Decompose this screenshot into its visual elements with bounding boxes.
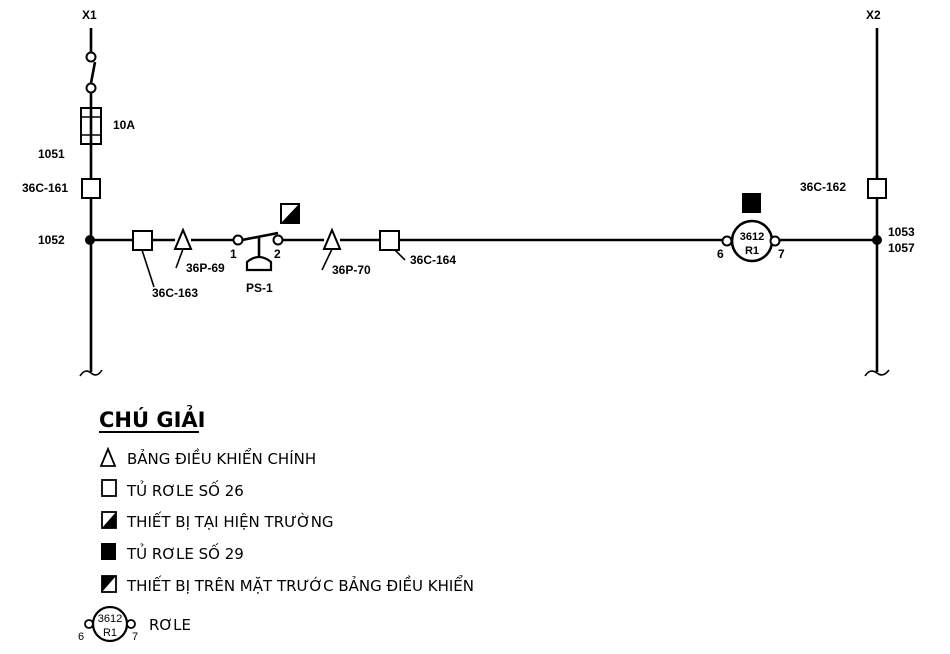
filled-square-icon [101, 543, 116, 560]
open-square-icon [101, 479, 117, 497]
relay-pin-7 [769, 235, 781, 247]
legend-item-relay-26: TỦ RƠLE SỐ 26 [126, 479, 244, 500]
field-device-marker [280, 203, 300, 224]
ps1-pin-1 [232, 234, 244, 246]
relay-pin7-label: 7 [778, 247, 785, 261]
panel-point-36p-69 [173, 227, 193, 250]
legend-item-relay-29: TỦ RƠLE SỐ 29 [126, 542, 244, 563]
triangle-icon [99, 446, 117, 467]
main-circuit: 36C-163 36P-69 1 2 PS-1 36P-70 36C-164 [90, 193, 877, 300]
relay-number: 3612 [740, 231, 764, 243]
wire-label-1052: 1052 [38, 233, 65, 247]
half-square-icon [101, 511, 117, 529]
legend-item-front-panel-device: THIẾT BỊ TRÊN MẶT TRƯỚC BẢNG ĐIỀU KHIỂN [126, 574, 474, 595]
bus-label-x1: X1 [82, 8, 97, 22]
terminal-36c-163 [132, 230, 153, 251]
pressure-switch-bellows-icon [245, 255, 273, 272]
bus-label-x2: X2 [866, 8, 881, 22]
wire-label-1053: 1053 [888, 225, 915, 239]
legend-relay-number: 3612 [98, 613, 122, 625]
terminal-36c-162 [867, 178, 887, 199]
fuse-rating: 10A [113, 118, 135, 132]
relay-pin6-label: 6 [717, 247, 724, 261]
wire-label-1057: 1057 [888, 241, 915, 255]
terminal-36c-161 [81, 178, 101, 199]
ps1-pin-2 [272, 234, 284, 246]
ps1-pin1-label: 1 [230, 247, 237, 261]
relay-icon [84, 605, 136, 643]
terminal-label-36c-162: 36C-162 [800, 180, 846, 194]
panel-label-36p-69: 36P-69 [186, 261, 225, 275]
wire-label-1051: 1051 [38, 147, 65, 161]
terminal-label-36c-164: 36C-164 [410, 253, 456, 267]
switch-blade [89, 61, 97, 84]
relay-name: R1 [745, 245, 759, 257]
terminal-label-36c-161: 36C-161 [22, 181, 68, 195]
relay-pin-6 [721, 235, 733, 247]
switch-contact-bottom [85, 82, 97, 94]
switch-contact-top [85, 51, 97, 63]
half-square-upper-icon [101, 575, 117, 593]
left-bus: X1 10A 1051 36C-161 1052 [22, 8, 135, 377]
legend-item-main-panel: BẢNG ĐIỀU KHIỂN CHÍNH [127, 447, 316, 468]
legend-relay-pin-right: 7 [132, 631, 138, 643]
ps1-blade [241, 231, 279, 242]
panel-label-36p-70: 36P-70 [332, 263, 371, 277]
legend-title: CHÚ GIẢI [99, 405, 205, 432]
relay-panel-29-marker [742, 193, 761, 213]
terminal-36c-164 [379, 230, 400, 251]
terminal-label-36c-163: 36C-163 [152, 286, 198, 300]
panel-point-36p-70 [322, 227, 342, 250]
break-mark-left [79, 369, 103, 377]
break-mark-right [864, 369, 890, 377]
legend-item-field-device: THIẾT BỊ TẠI HIỆN TRƯỜNG [126, 510, 334, 531]
ps1-pin2-label: 2 [274, 247, 281, 261]
legend: CHÚ GIẢI BẢNG ĐIỀU KHIỂN CHÍNH TỦ RƠLE S… [78, 405, 474, 643]
legend-relay-name: R1 [103, 627, 117, 639]
legend-relay-pin-left: 6 [78, 631, 84, 643]
legend-item-relay: RƠLE [149, 616, 191, 634]
ps1-label: PS-1 [246, 281, 273, 295]
right-bus: X2 36C-162 1053 1057 [800, 8, 915, 377]
